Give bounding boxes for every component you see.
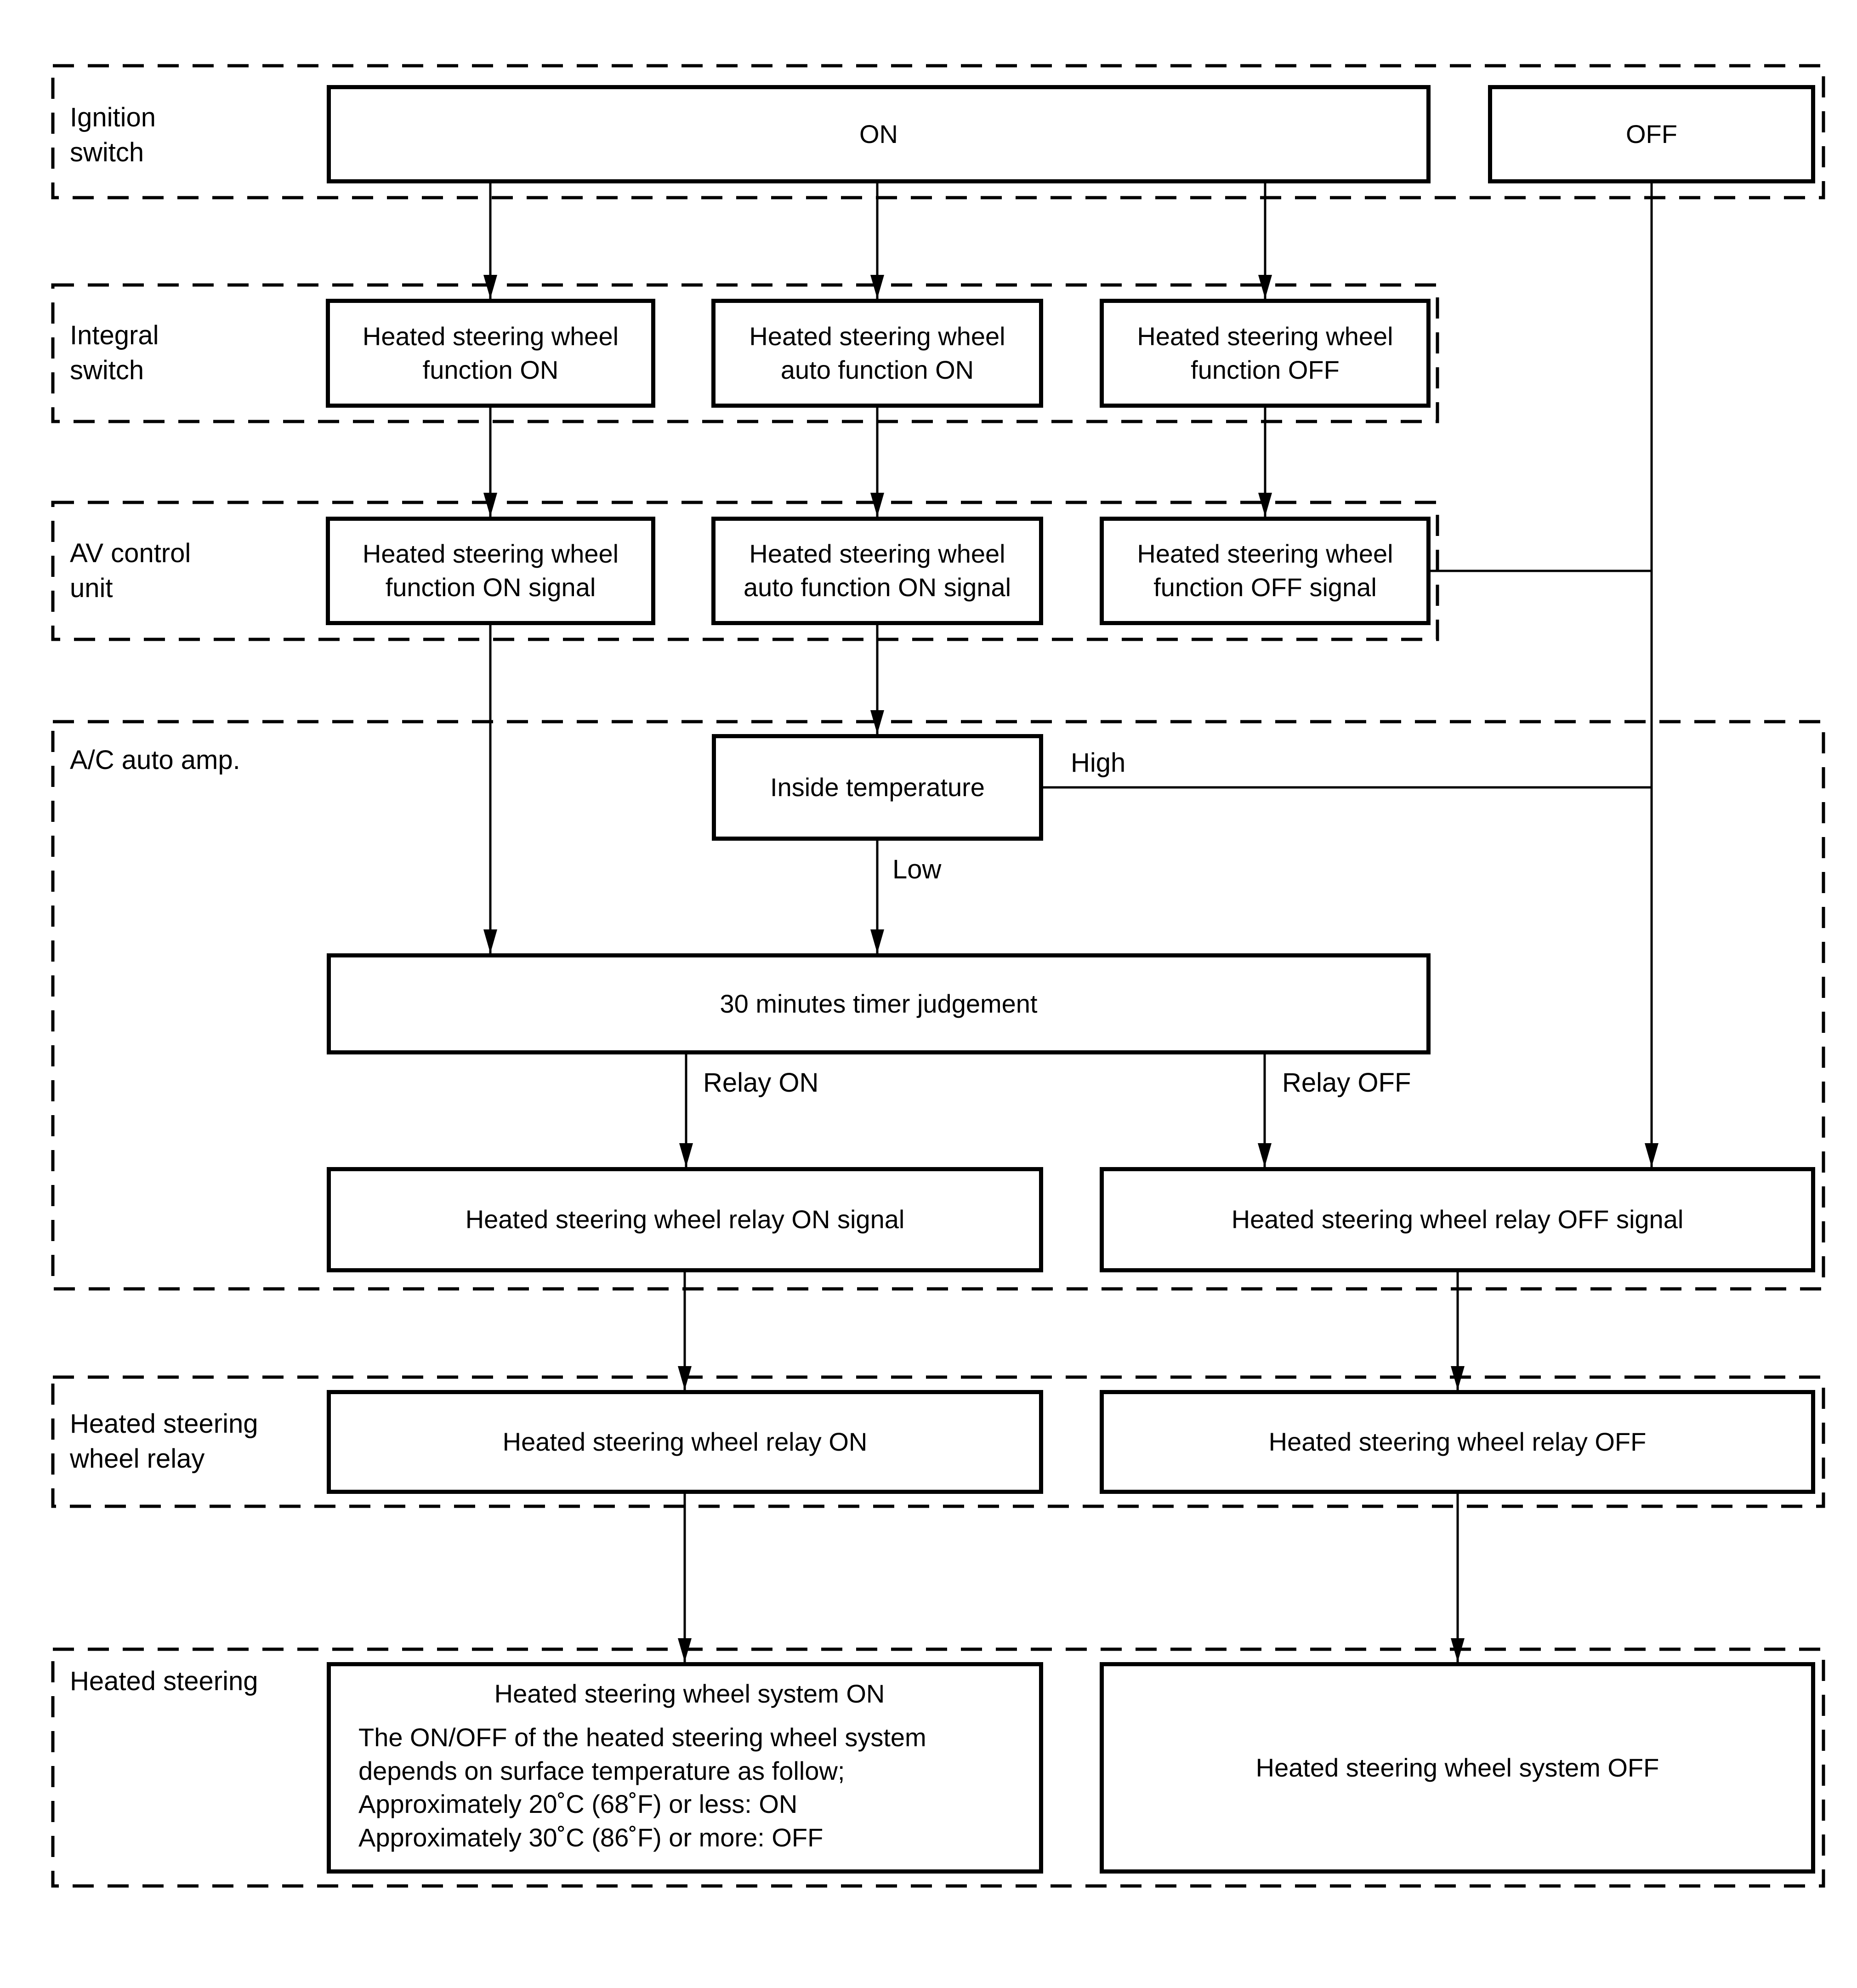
- lane-label-ignition-switch: Ignition switch: [70, 103, 156, 167]
- arrowheads: [483, 275, 1658, 1662]
- box-system-on: Heated steering wheel system ON The ON/O…: [327, 1662, 1043, 1874]
- box-integral-auto-function-on: Heated steering wheel auto function ON: [711, 299, 1043, 408]
- lane-integral-switch-border: [51, 283, 1439, 423]
- box-ignition-on: ON: [327, 85, 1431, 183]
- box-integral-function-on: Heated steering wheel function ON: [326, 299, 655, 408]
- box-av-function-off-signal: Heated steering wheel function OFF signa…: [1100, 517, 1431, 625]
- lane-label-ac-auto-amp: A/C auto amp.: [70, 745, 240, 775]
- box-relay-on-signal: Heated steering wheel relay ON signal: [327, 1167, 1043, 1272]
- lane-ac-auto-amp-border: [51, 720, 1825, 1291]
- edge-label-low: Low: [892, 854, 942, 884]
- box-relay-on: Heated steering wheel relay ON: [327, 1390, 1043, 1494]
- lane-label-heated-steering: Heated steering: [70, 1666, 258, 1696]
- box-integral-function-off: Heated steering wheel function OFF: [1100, 299, 1431, 408]
- lane-heated-steering-border: [51, 1647, 1825, 1888]
- box-av-auto-function-on-signal: Heated steering wheel auto function ON s…: [711, 517, 1043, 625]
- box-av-function-on-signal: Heated steering wheel function ON signal: [326, 517, 655, 625]
- lane-relay-border: [51, 1375, 1825, 1508]
- system-on-body: The ON/OFF of the heated steering wheel …: [358, 1722, 926, 1852]
- lane-label-av-control-unit: AV control unit: [70, 538, 191, 603]
- edge-label-relay-off: Relay OFF: [1282, 1068, 1411, 1098]
- edge-label-high: High: [1071, 748, 1126, 778]
- edge-label-relay-on: Relay ON: [703, 1068, 819, 1098]
- box-system-off: Heated steering wheel system OFF: [1100, 1662, 1815, 1874]
- box-ignition-off: OFF: [1488, 85, 1815, 183]
- lane-label-relay: Heated steering wheel relay: [70, 1409, 258, 1474]
- box-relay-off-signal: Heated steering wheel relay OFF signal: [1100, 1167, 1815, 1272]
- box-relay-off: Heated steering wheel relay OFF: [1100, 1390, 1815, 1494]
- lane-label-integral-switch: Integral switch: [70, 320, 159, 385]
- box-inside-temperature: Inside temperature: [712, 734, 1043, 841]
- box-timer-judgement: 30 minutes timer judgement: [327, 953, 1431, 1054]
- lane-ignition-switch-border: [51, 64, 1825, 199]
- system-on-title: Heated steering wheel system ON: [494, 1679, 885, 1708]
